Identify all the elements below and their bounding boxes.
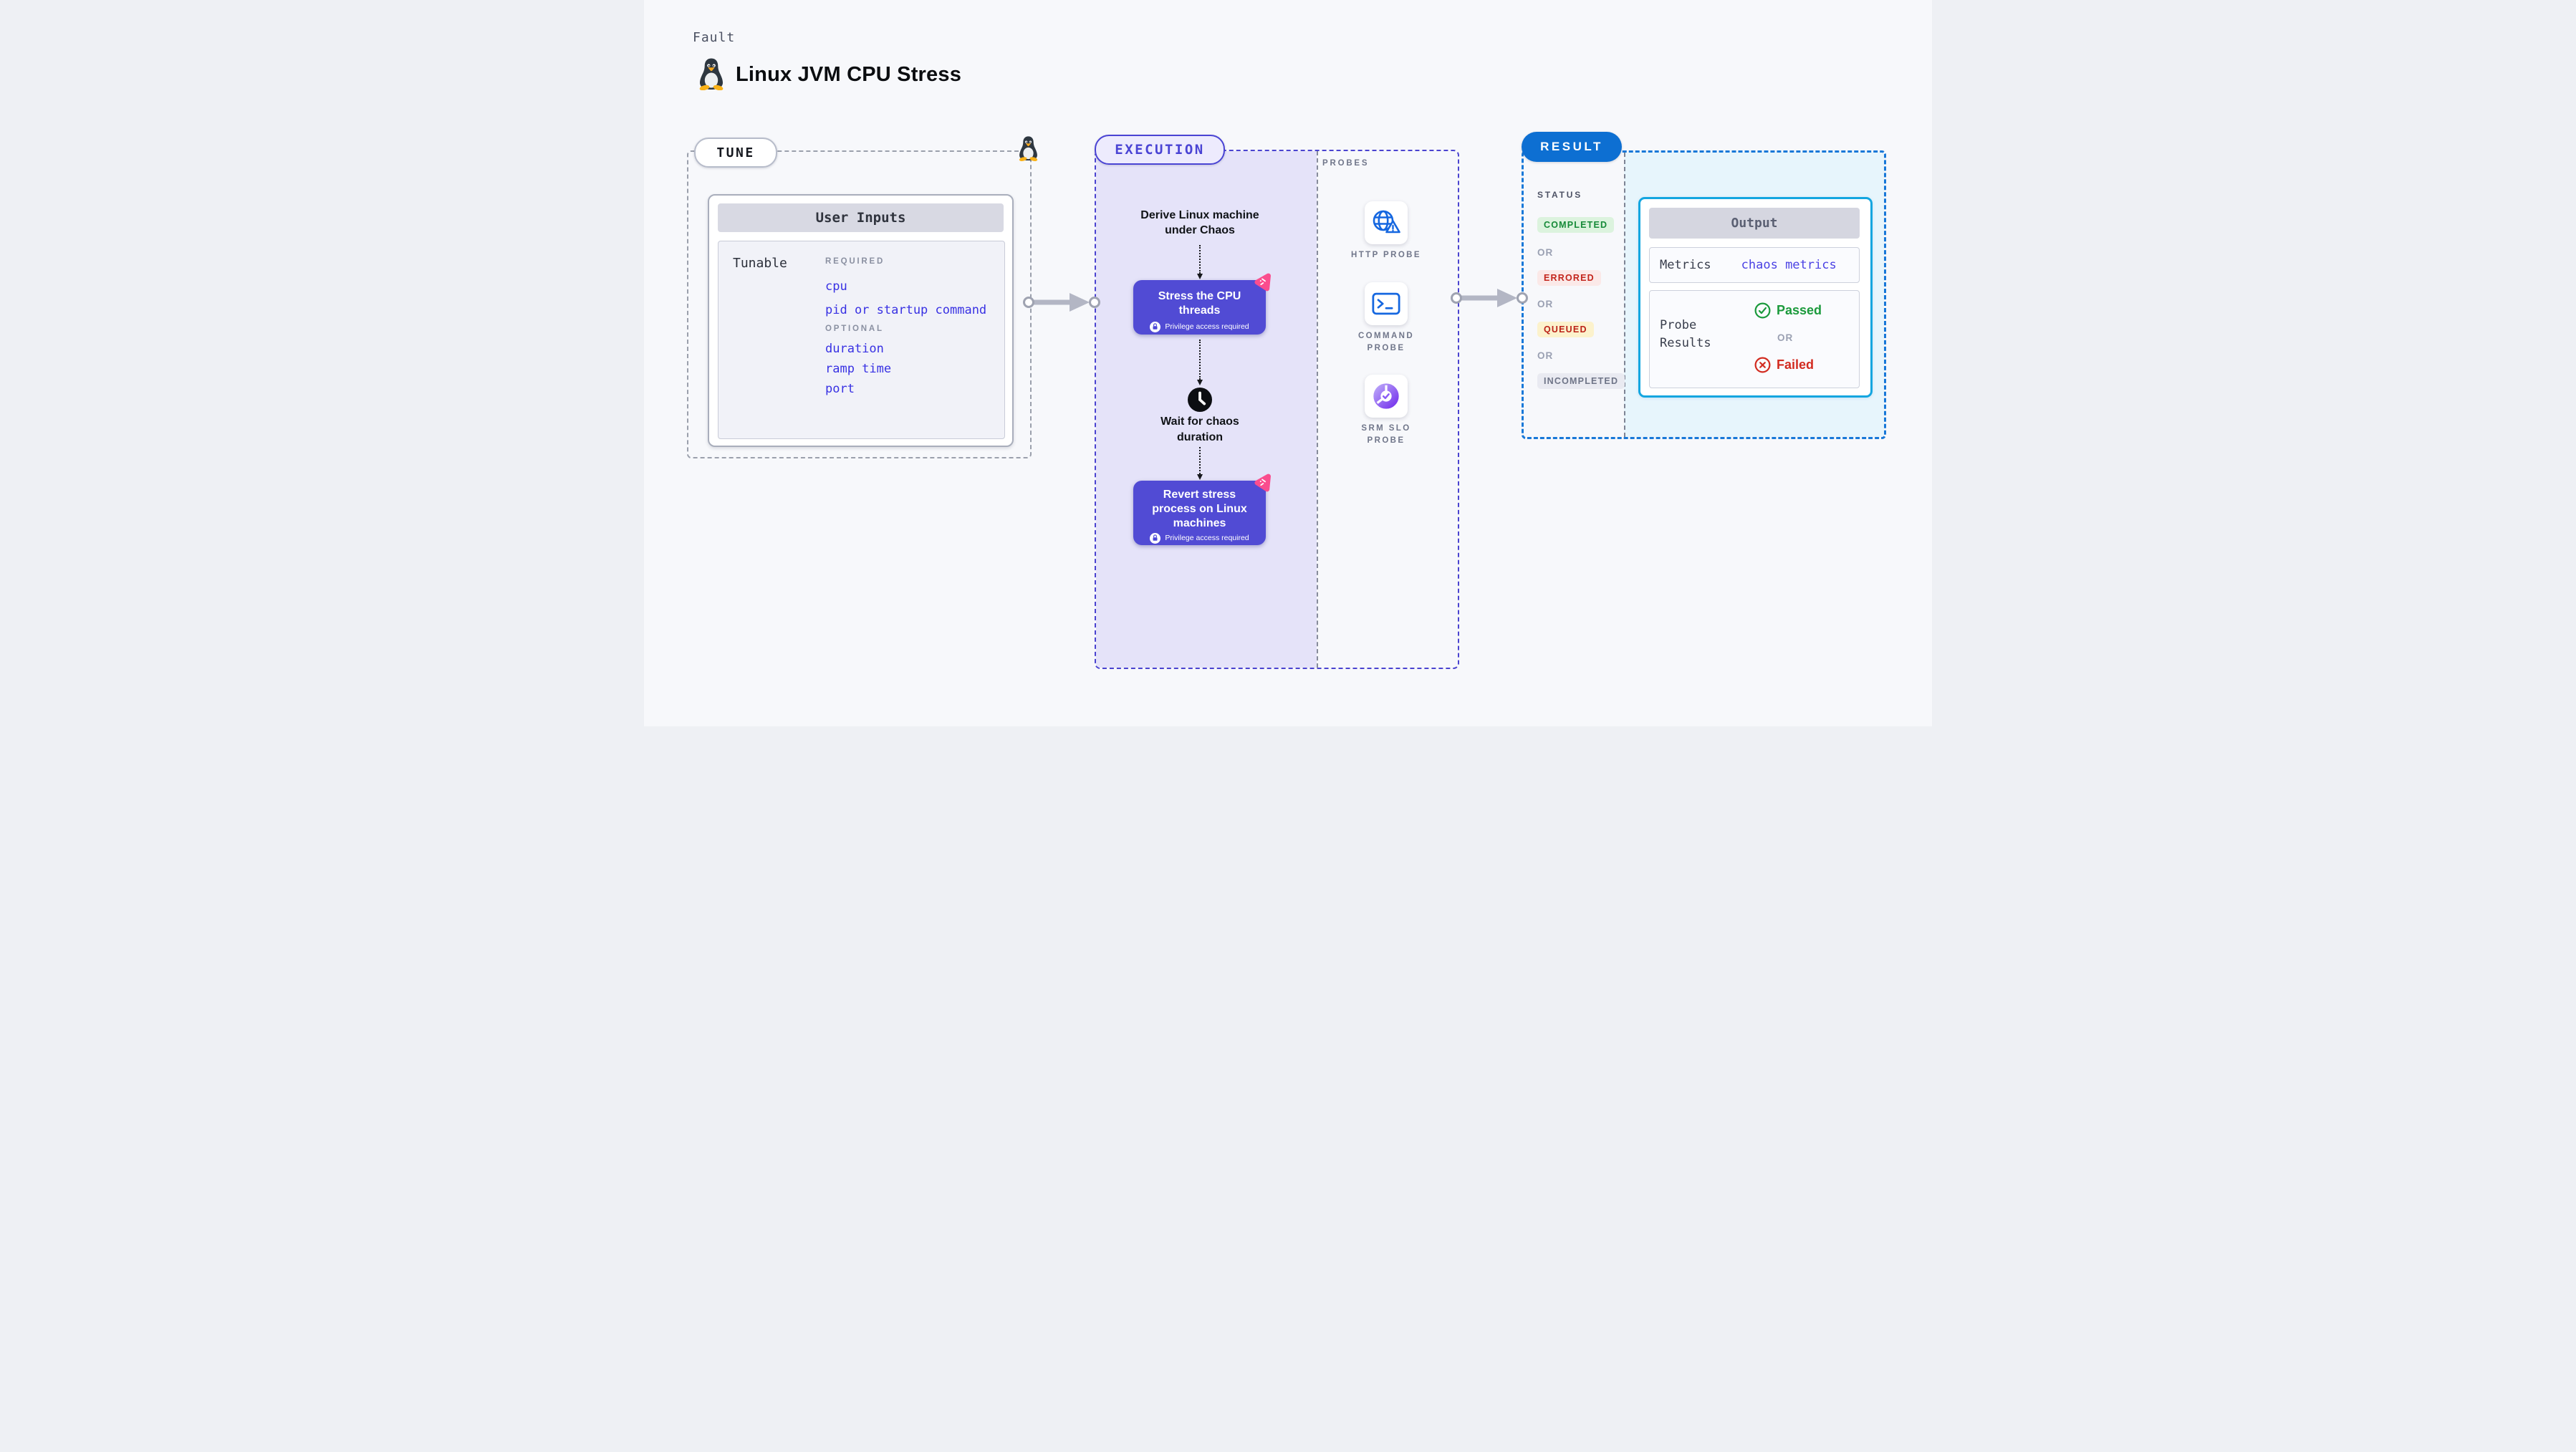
probe-results-row: Probe Results Passed OR Failed (1649, 290, 1860, 388)
output-title: Output (1649, 208, 1860, 239)
status-badge-errored: ERRORED (1537, 270, 1601, 286)
metrics-row: Metrics chaos metrics (1649, 247, 1860, 283)
tunable-item-pid-or-startup-command[interactable]: pid or startup command (825, 303, 987, 317)
tunable-item-ramp-time[interactable]: ramp time (825, 362, 892, 376)
stress-cpu-step-button[interactable]: Stress the CPU threads Privilege access … (1133, 273, 1271, 335)
user-inputs-card: User Inputs Tunable REQUIRED cpu pid or … (708, 194, 1014, 447)
flow-dotted-line (1199, 245, 1201, 274)
flow-dotted-line (1199, 340, 1201, 380)
status-badge-completed: COMPLETED (1537, 217, 1615, 233)
fault-kicker: Fault (693, 30, 736, 45)
srm-slo-probe-card[interactable] (1365, 375, 1408, 418)
wait-step-label: Wait for chaos duration (1160, 415, 1239, 443)
flow-arrowhead-icon (1196, 274, 1203, 279)
revert-stress-step-button[interactable]: Revert stress process on Linux machines … (1133, 473, 1271, 545)
execution-to-result-arrow (1451, 289, 1528, 307)
user-inputs-title: User Inputs (718, 203, 1004, 232)
flow-dotted-line (1199, 447, 1201, 474)
srm-slo-probe-label: SRM SLO PROBE (1361, 424, 1411, 445)
status-or-separator: OR (1537, 350, 1554, 361)
globe-alert-icon (1373, 210, 1400, 234)
http-probe-label: HTTP PROBE (1351, 251, 1421, 259)
execution-probes-divider (1317, 151, 1318, 668)
result-pill: RESULT (1522, 132, 1622, 162)
derive-step-label: Derive Linux machine under Chaos (1140, 209, 1259, 236)
lock-icon (1150, 321, 1161, 332)
tunable-row-label: Tunable (733, 256, 787, 271)
failed-x-icon (1754, 357, 1771, 373)
probes-section-label: PROBES (1322, 159, 1370, 168)
status-output-divider (1624, 153, 1625, 437)
execution-pill: EXECUTION (1095, 135, 1225, 165)
status-badge-queued: QUEUED (1537, 322, 1594, 337)
status-or-separator: OR (1537, 247, 1554, 258)
status-label: STATUS (1537, 190, 1583, 200)
tune-pill: TUNE (694, 138, 777, 168)
output-card: Output Metrics chaos metrics Probe Resul… (1638, 197, 1873, 398)
http-probe-card[interactable] (1365, 201, 1408, 244)
terminal-icon (1372, 292, 1400, 315)
probe-results-label: Probe Results (1660, 318, 1711, 350)
passed-check-icon (1754, 302, 1771, 319)
stress-step-label: Stress the CPU threads (1158, 289, 1241, 317)
flow-arrowhead-icon (1196, 474, 1203, 480)
privilege-note: Privilege access required (1165, 322, 1249, 331)
tunable-item-cpu[interactable]: cpu (825, 279, 847, 294)
privilege-note: Privilege access required (1165, 534, 1249, 542)
metrics-label: Metrics (1660, 258, 1711, 272)
fault-diagram-page: Fault Linux JVM CPU Stress TUNE User Inp… (644, 0, 1932, 726)
optional-group-label: OPTIONAL (825, 324, 884, 333)
passed-label: Passed (1777, 303, 1822, 317)
revert-step-label: Revert stress process on Linux machines (1152, 488, 1247, 529)
clock-icon (1188, 388, 1212, 412)
tunable-item-duration[interactable]: duration (825, 342, 884, 356)
result-or-separator: OR (1777, 332, 1794, 343)
tunable-panel: Tunable REQUIRED cpu pid or startup comm… (718, 241, 1005, 439)
status-or-separator: OR (1537, 299, 1554, 309)
linux-tux-icon (1019, 136, 1038, 161)
required-group-label: REQUIRED (825, 257, 885, 266)
command-probe-card[interactable] (1365, 282, 1408, 325)
chaos-spray-icon (1254, 473, 1271, 492)
page-title: Linux JVM CPU Stress (736, 63, 962, 86)
slo-donut-icon (1373, 383, 1399, 409)
chaos-metrics-link[interactable]: chaos metrics (1741, 258, 1837, 272)
tunable-item-port[interactable]: port (825, 382, 855, 396)
chaos-spray-icon (1254, 273, 1271, 292)
command-probe-label: COMMAND PROBE (1357, 332, 1415, 352)
status-badge-incompleted: INCOMPLETED (1537, 373, 1625, 389)
lock-icon (1150, 532, 1161, 544)
failed-label: Failed (1777, 357, 1815, 372)
flow-arrowhead-icon (1196, 380, 1203, 385)
linux-tux-icon (699, 58, 724, 90)
tune-to-execution-arrow (1023, 293, 1100, 312)
